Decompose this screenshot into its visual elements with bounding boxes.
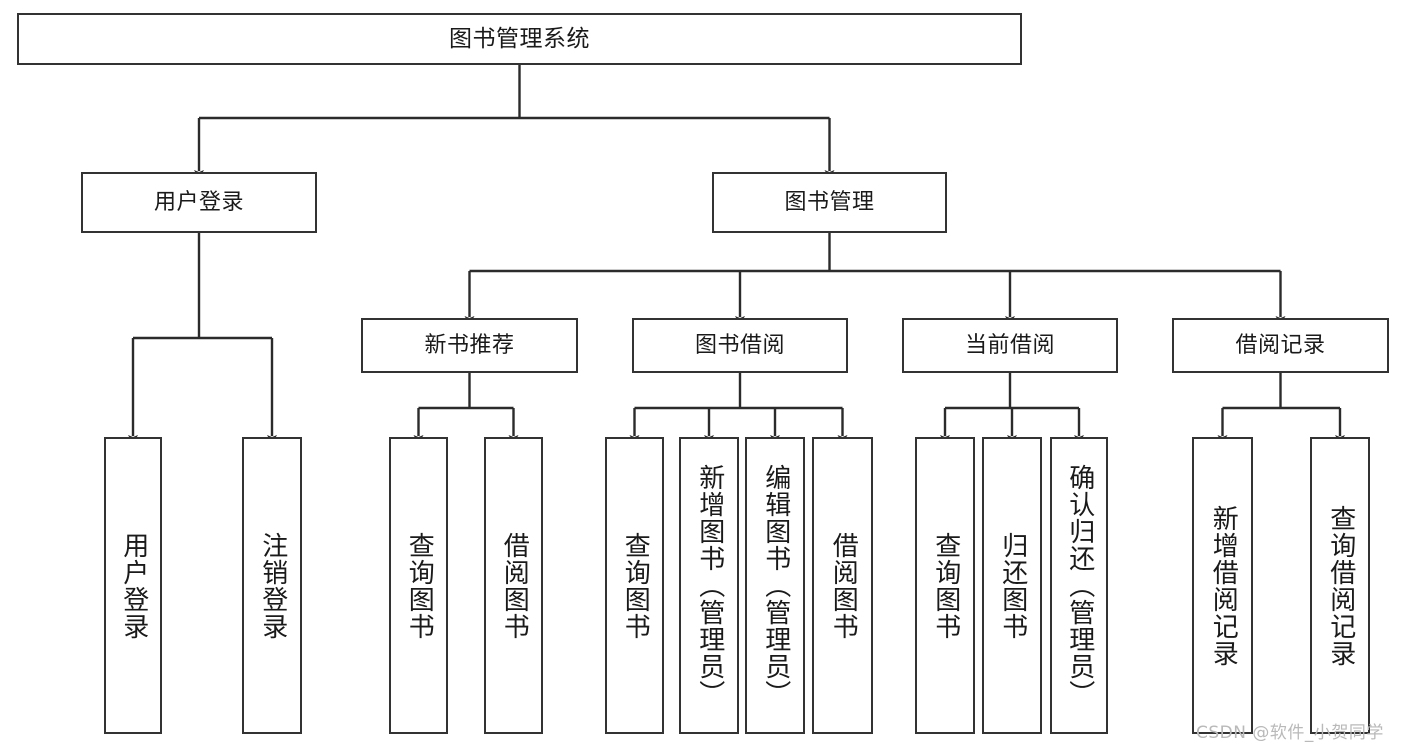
node-label: 确认归还（管理员） xyxy=(1064,464,1095,707)
node-label: 新增图书（管理员） xyxy=(694,464,725,707)
node-leaf-return-book[interactable]: 归还图书 xyxy=(982,437,1042,734)
node-user-login[interactable]: 用户登录 xyxy=(81,172,317,233)
node-label: 当前借阅 xyxy=(964,332,1055,358)
node-leaf-logout[interactable]: 注销登录 xyxy=(242,437,302,734)
node-leaf-query-record[interactable]: 查询借阅记录 xyxy=(1310,437,1370,734)
node-label: 查询图书 xyxy=(620,531,651,640)
node-label: 借阅记录 xyxy=(1235,332,1326,358)
node-leaf-borrow-book-2[interactable]: 借阅图书 xyxy=(812,437,873,734)
node-label: 图书借阅 xyxy=(694,332,785,358)
node-root[interactable]: 图书管理系统 xyxy=(17,13,1022,65)
node-leaf-edit-book[interactable]: 编辑图书（管理员） xyxy=(745,437,805,734)
node-leaf-query-book-2[interactable]: 查询图书 xyxy=(605,437,664,734)
node-leaf-confirm-return[interactable]: 确认归还（管理员） xyxy=(1050,437,1108,734)
node-leaf-add-record[interactable]: 新增借阅记录 xyxy=(1192,437,1253,734)
node-label: 新书推荐 xyxy=(424,332,515,358)
node-label: 用户登录 xyxy=(153,189,244,215)
node-leaf-add-book[interactable]: 新增图书（管理员） xyxy=(679,437,739,734)
node-current-borrow[interactable]: 当前借阅 xyxy=(902,318,1118,373)
node-label: 借阅图书 xyxy=(828,531,859,640)
node-leaf-query-book-1[interactable]: 查询图书 xyxy=(389,437,448,734)
node-book-manage[interactable]: 图书管理 xyxy=(712,172,947,233)
node-label: 新增借阅记录 xyxy=(1208,504,1239,667)
node-label: 借阅图书 xyxy=(499,531,530,640)
edge-paths xyxy=(128,65,1345,444)
node-book-borrow[interactable]: 图书借阅 xyxy=(632,318,848,373)
node-label: 归还图书 xyxy=(997,531,1028,640)
node-new-book-rec[interactable]: 新书推荐 xyxy=(361,318,578,373)
node-label: 查询图书 xyxy=(930,531,961,640)
node-leaf-query-book-3[interactable]: 查询图书 xyxy=(915,437,975,734)
node-label: 注销登录 xyxy=(257,531,288,640)
node-borrow-record[interactable]: 借阅记录 xyxy=(1172,318,1389,373)
node-leaf-borrow-book-1[interactable]: 借阅图书 xyxy=(484,437,543,734)
node-label: 查询图书 xyxy=(404,531,435,640)
node-label: 编辑图书（管理员） xyxy=(760,464,791,707)
node-label: 用户登录 xyxy=(118,531,149,640)
node-label: 图书管理系统 xyxy=(449,25,590,52)
node-label: 图书管理 xyxy=(784,189,875,215)
node-leaf-user-login[interactable]: 用户登录 xyxy=(104,437,162,734)
node-label: 查询借阅记录 xyxy=(1325,504,1356,667)
